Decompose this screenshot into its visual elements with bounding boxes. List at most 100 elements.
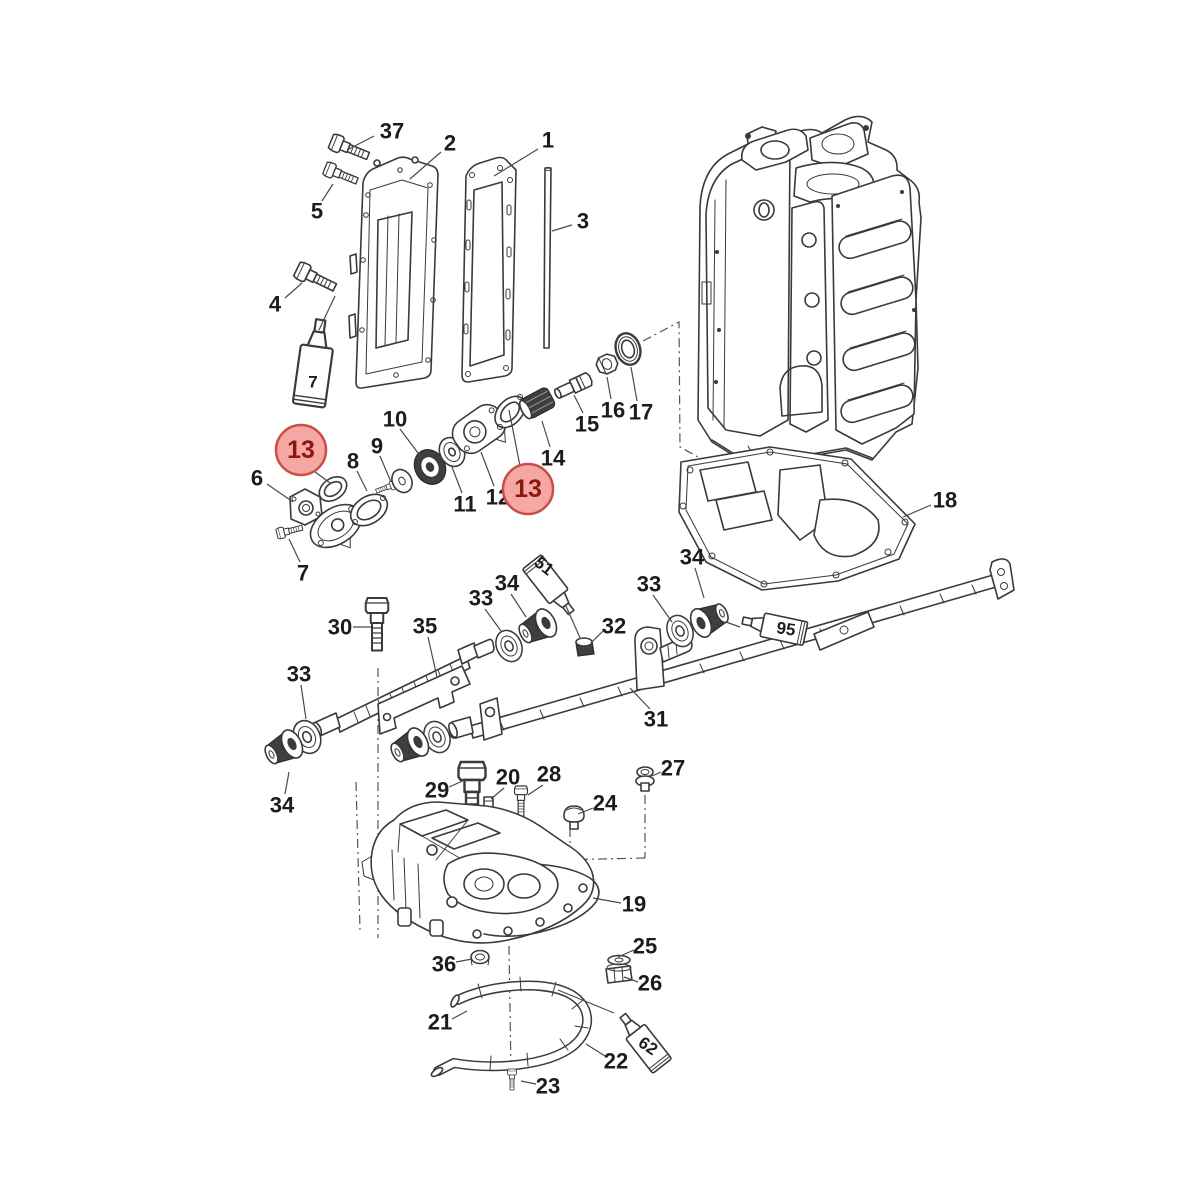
part-9-screw-washer-drawing [374, 468, 413, 496]
part-3-dowel-pin-drawing [543, 167, 552, 349]
leader-line-24-34 [577, 807, 594, 815]
leader-line-26-39 [623, 976, 639, 983]
leader-line-18-18 [902, 504, 932, 518]
part-36-plug-drawing [470, 949, 490, 966]
part-label-34-22: 34 [270, 793, 295, 818]
leader-line-2-1 [409, 151, 442, 180]
part-18-plate-gasket-drawing [678, 446, 916, 591]
part-31-mount-bracket-starboard-drawing [448, 558, 1015, 741]
leader-line-10-7 [399, 428, 422, 458]
highlighted-part-label-13-1: 13 [514, 475, 542, 503]
part-label-15-15: 15 [575, 412, 599, 437]
part-14-sleeve-drawing [518, 387, 556, 420]
part-label-32-26: 32 [602, 614, 626, 639]
part-label-7-6: 7 [308, 373, 317, 392]
leader-line-28-33 [527, 784, 544, 796]
leader-lines [266, 135, 932, 1085]
part-8-gasket-drawing [349, 493, 389, 527]
part-label-30-19: 30 [328, 615, 352, 640]
part-label-19-36: 19 [622, 892, 646, 917]
leader-line-7-11 [288, 538, 301, 563]
highlight-circle-13-1 [501, 462, 555, 516]
part-30-bolt-drawing [364, 597, 390, 652]
part-label-22-41: 22 [604, 1049, 628, 1074]
leader-line-23-43 [520, 1080, 537, 1085]
leader-line-3-4 [551, 224, 573, 232]
part-32-nut-drawing [575, 637, 595, 657]
part-51-sealant-tube-drawing [521, 553, 582, 641]
part-label-14-14: 14 [541, 446, 566, 471]
highlight-circle-13-0 [274, 423, 328, 477]
part-label-33-21: 33 [287, 662, 311, 687]
part-label-33-23: 33 [469, 586, 493, 611]
leader-line-29-31 [448, 779, 466, 788]
part-24-plug-drawing [563, 805, 585, 830]
leader-line-15-15 [573, 394, 584, 414]
part-27-bolt-drawing [635, 766, 655, 792]
part-4-bolt-drawing [292, 260, 340, 297]
part-label-3-4: 3 [577, 209, 589, 234]
part-label-20-32: 20 [496, 765, 520, 790]
highlighted-part-label-13-0: 13 [287, 436, 315, 464]
part-label-27-35: 27 [661, 756, 685, 781]
part-label-36-37: 36 [432, 952, 456, 977]
leader-line-5-3 [321, 183, 334, 202]
part-2-exhaust-cover-drawing [348, 156, 439, 389]
leader-line-35-20 [427, 636, 438, 678]
part-label-35-20: 35 [413, 614, 437, 639]
part-label-21-40: 21 [428, 1010, 452, 1035]
leader-line-31-30 [629, 687, 651, 710]
part-label-24-34: 24 [593, 791, 618, 816]
part-6-thermostat-cover-drawing [289, 488, 363, 549]
leader-line-34-24 [510, 593, 527, 618]
part-62-sealant-tube-drawing [557, 989, 673, 1075]
part-label-23-43: 23 [536, 1074, 560, 1099]
leader-line-33-23 [484, 608, 502, 632]
part-label-1-2: 1 [542, 128, 554, 153]
part-7-sealant-tube-drawing [291, 295, 338, 409]
leader-line-25-38 [617, 949, 635, 958]
part-label-29-31: 29 [425, 778, 449, 803]
leader-line-19-36 [592, 897, 622, 904]
part-label-10-7: 10 [383, 407, 407, 432]
leader-line-17-17 [630, 366, 638, 402]
leader-line-12-13 [480, 451, 495, 487]
part-label-25-38: 25 [633, 934, 657, 959]
leader-line-34-22 [284, 771, 290, 795]
part-label-37-0: 37 [380, 119, 404, 144]
part-7-screw-drawing [275, 521, 305, 540]
part-label-95-29: 95 [775, 618, 796, 639]
part-label-18-18: 18 [933, 488, 957, 513]
part-16-nut-drawing [595, 353, 619, 375]
part-12-pocket-cover-drawing [451, 403, 507, 455]
part-label-33-27: 33 [637, 572, 661, 597]
part-label-31-30: 31 [644, 707, 668, 732]
part-1-cover-gasket-drawing [461, 156, 517, 383]
part-28-bolt-drawing [513, 785, 529, 817]
leader-line-11-12 [451, 466, 463, 494]
part-label-8-9: 8 [347, 449, 359, 474]
leader-line-6-10 [266, 483, 294, 503]
part-10-grommet-drawing [413, 449, 447, 485]
leader-line-34-28 [694, 567, 705, 599]
part-label-11-12: 11 [453, 492, 476, 517]
part-5-bolt-drawing [321, 160, 361, 189]
part-label-17-17: 17 [629, 400, 653, 425]
part-label-28-33: 28 [537, 762, 561, 787]
part-label-4-5: 4 [269, 292, 282, 317]
leader-line-37-0 [348, 135, 375, 150]
part-label-6-10: 6 [251, 466, 263, 491]
highlight-leader-1 [508, 409, 521, 467]
leader-line-16-16 [606, 376, 612, 400]
part-label-9-8: 9 [371, 434, 383, 459]
leader-line-4-5 [284, 282, 303, 299]
leader-line-21-40 [451, 1010, 468, 1020]
part-19-oil-pan-drawing [361, 801, 600, 944]
part-label-34-24: 34 [495, 571, 520, 596]
part-label-16-16: 16 [601, 398, 625, 423]
leader-line-32-26 [590, 630, 604, 644]
part-21-22-water-hose-drawing [430, 976, 592, 1078]
leader-line-20-32 [490, 787, 505, 800]
